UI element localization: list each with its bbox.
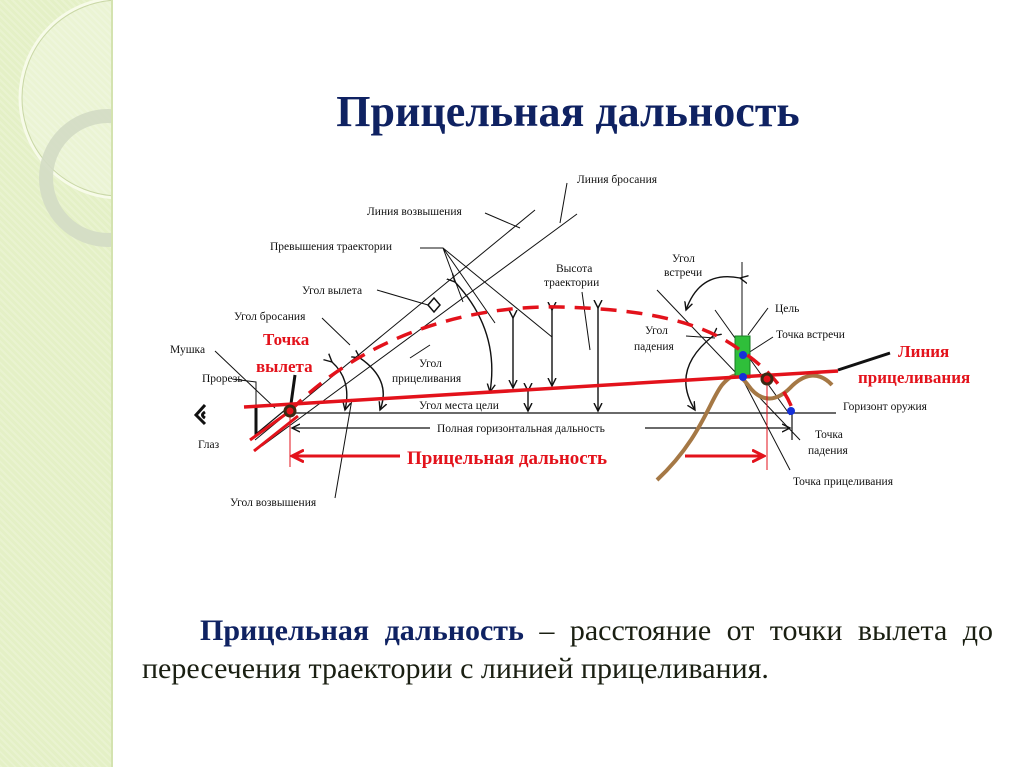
label-aiming-point: Точка прицеливания	[793, 476, 894, 488]
label-weapon-horizon: Горизонт оружия	[843, 401, 928, 413]
meeting-angle-arc	[686, 277, 740, 310]
fall-angle-arc	[685, 336, 713, 410]
label-target: Цель	[775, 303, 799, 315]
decorative-side-panel	[0, 0, 113, 767]
leader-trajectory-excess	[420, 247, 553, 338]
leader-line-of-elevation	[484, 212, 521, 229]
label-trajectory-excess: Превышения траектории	[270, 241, 392, 253]
label-line-of-departure: Линия бросания	[577, 174, 658, 186]
angle-of-departure-marker	[427, 296, 441, 314]
page-title: Прицельная дальность	[336, 87, 800, 136]
label-aim-line-2: прицеливания	[858, 368, 970, 387]
label-fall-angle-2: падения	[634, 341, 675, 353]
label-target-angle: Угол места цели	[419, 400, 499, 412]
aiming-point-dot	[739, 373, 747, 381]
impact-point-dot	[787, 407, 795, 415]
label-meeting-point: Точка встречи	[776, 329, 845, 341]
leader-fall-angle	[685, 335, 716, 339]
leader-angle-of-departure	[376, 289, 429, 306]
label-full-horizontal-range: Полная горизонтальная дальность	[437, 423, 605, 435]
eye-icon	[193, 403, 207, 426]
label-trajectory-height-2: траектории	[544, 277, 599, 289]
aim-intersection-dot	[760, 372, 774, 386]
definition-paragraph: Прицельная дальность – расстояние от точ…	[142, 612, 993, 688]
label-trajectory-height-1: Высота	[556, 263, 592, 275]
label-meeting-angle-2: встречи	[664, 267, 702, 279]
definition-term: Прицельная дальность	[200, 614, 524, 647]
meeting-point-dot	[739, 351, 747, 359]
leader-angle-of-throw	[321, 317, 351, 346]
descent-line-1	[656, 289, 801, 441]
label-impact-point-2: падения	[808, 445, 849, 457]
leader-aiming-point	[741, 377, 791, 471]
label-angle-of-throw: Угол бросания	[234, 311, 306, 323]
sight-line-black	[255, 409, 286, 435]
leader-trajectory-height	[581, 291, 591, 351]
leader-angle-of-elevation	[334, 398, 353, 499]
leader-aim-line	[837, 351, 891, 372]
label-fall-angle-1: Угол	[645, 325, 668, 337]
barrel-line-1	[249, 409, 291, 442]
label-front-sight: Мушка	[170, 344, 205, 356]
trajectory-curve	[288, 305, 794, 413]
label-aim-line-1: Линия	[898, 342, 949, 361]
label-eye: Глаз	[198, 439, 220, 451]
label-angle-of-departure: Угол вылета	[302, 285, 362, 297]
definition-text: – расстояние от точки вылета до пересече…	[142, 614, 994, 685]
label-aiming-range: Прицельная дальность	[407, 448, 607, 469]
label-exit-point-2: вылета	[256, 357, 313, 376]
label-aiming-angle-2: прицеливания	[392, 373, 462, 385]
leader-target	[747, 307, 769, 336]
label-rear-sight: Прорезь	[202, 373, 243, 385]
terrain-curve	[655, 373, 834, 482]
leader-line-of-departure	[559, 182, 568, 224]
label-impact-point-1: Точка	[815, 429, 843, 441]
decorative-circles	[18, 0, 111, 247]
label-line-of-elevation: Линия возвышения	[367, 206, 462, 218]
aiming-range-diagram: Линия бросания Линия возвышения Превышен…	[170, 174, 970, 509]
angle-of-elevation-arc	[332, 362, 347, 410]
line-of-departure	[261, 213, 578, 447]
leader-aiming-angle	[409, 344, 431, 359]
label-aiming-angle-1: Угол	[419, 358, 442, 370]
label-meeting-angle-1: Угол	[672, 253, 695, 265]
exit-point-dot	[283, 404, 297, 418]
angle-of-throw-arc	[360, 358, 383, 410]
label-angle-of-elevation: Угол возвышения	[230, 497, 317, 509]
aiming-angle-arc	[455, 282, 492, 392]
barrel-line-2	[253, 414, 299, 453]
label-exit-point-1: Точка	[263, 330, 310, 349]
leader-front-sight	[214, 350, 276, 409]
leader-rear-sight	[231, 378, 257, 408]
